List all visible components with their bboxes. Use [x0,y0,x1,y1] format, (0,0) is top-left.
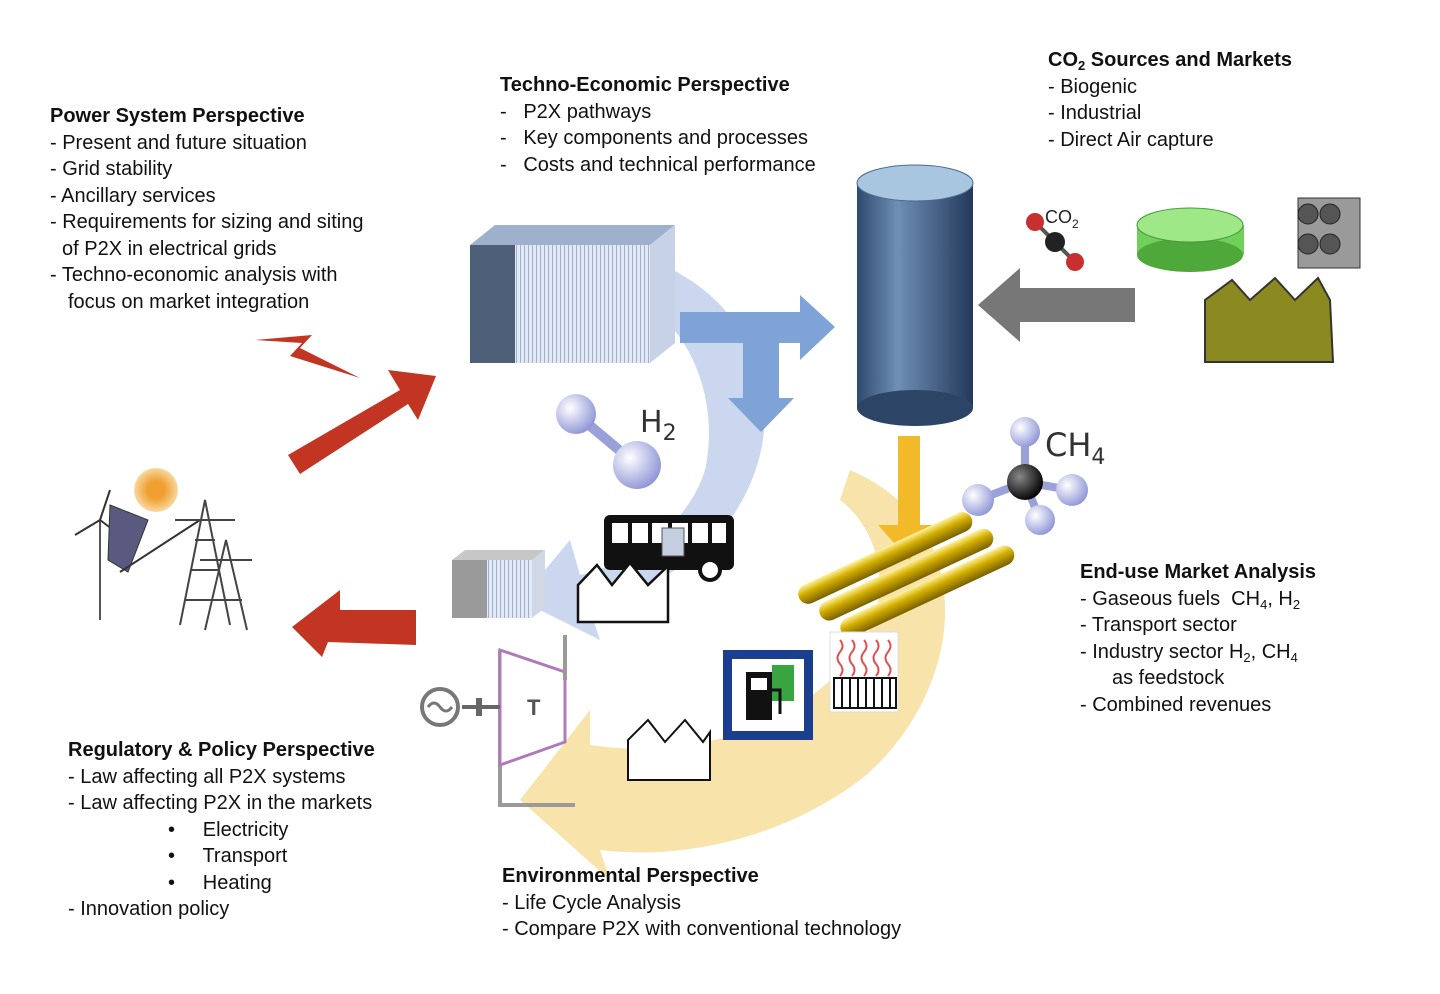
co2-sources-block: CO2 Sources and Markets Biogenic Industr… [1048,47,1292,153]
factory-outline-small-icon [576,561,670,624]
co2-item: Direct Air capture [1048,127,1292,154]
end-use-item: Combined revenues [1080,692,1316,719]
techno-item: Costs and technical performance [500,152,815,179]
power-item: Techno-economic analysis with [50,262,363,289]
fuel-station-icon [723,650,813,740]
co2-flow-arrow [978,268,1135,342]
red-arrow-to-electrolyzer [288,370,436,474]
renewables-icon [74,468,252,631]
end-use-block: End-use Market Analysis Gaseous fuels CH… [1080,559,1316,718]
regulatory-item: Law affecting P2X in the markets [68,790,375,817]
co2-molecule-label: CO2 [1045,207,1079,231]
turbine-label: T [527,695,541,720]
techno-economic-title: Techno-Economic Perspective [500,74,790,96]
power-system-block: Power System Perspective Present and fut… [50,103,363,315]
heating-radiator-icon [829,631,899,713]
gas-pipeline-icon [798,512,1015,638]
gas-tank-icon [856,164,974,426]
end-use-item: Transport sector [1080,612,1316,639]
lightning-icon [255,335,360,378]
co2-sources-title: CO2 Sources and Markets [1048,49,1292,73]
techno-item: P2X pathways [500,99,816,126]
regulatory-bullet: Heating [68,870,375,897]
yellow-cycle-arrow [520,470,946,880]
end-use-item: Industry sector H2, CH4 [1080,639,1316,666]
factory-outline-icon [627,718,711,781]
biogas-digester-icon [1136,207,1244,272]
electrolyzer-icon [470,225,675,363]
co2-item: Industrial [1048,100,1292,127]
power-item: Present and future situation [50,130,363,157]
industry-factory-icon [1204,276,1335,363]
regulatory-item: Law affecting all P2X systems [68,764,375,791]
power-item-cont: of P2X in electrical grids [62,237,277,260]
direct-air-capture-icon [1297,197,1361,269]
co2-item: Biogenic [1048,74,1292,101]
ch4-label: CH4 [1045,426,1105,470]
power-item: Requirements for sizing and siting [50,209,363,236]
bus-icon [604,515,734,582]
fuel-cell-icon [452,550,545,618]
environmental-item: Compare P2X with conventional technology [502,916,901,943]
power-item-cont: focus on market integration [68,290,310,313]
co2-molecule-icon [1026,213,1084,271]
h2-molecule-icon [556,394,661,489]
environmental-block: Environmental Perspective Life Cycle Ana… [502,863,901,943]
regulatory-title: Regulatory & Policy Perspective [68,739,375,761]
power-item: Grid stability [50,156,363,183]
techno-economic-block: Techno-Economic Perspective P2X pathways… [500,72,816,178]
regulatory-bullet: Transport [68,843,375,870]
environmental-title: Environmental Perspective [502,865,759,887]
end-use-title: End-use Market Analysis [1080,561,1317,583]
end-use-item-cont: as feedstock [1112,667,1225,689]
regulatory-block: Regulatory & Policy Perspective Law affe… [68,737,375,923]
gas-turbine-icon [420,635,575,807]
environmental-item: Life Cycle Analysis [502,890,901,917]
power-item: Ancillary services [50,183,363,210]
h2-label: H2 [640,405,677,446]
regulatory-bullet: Electricity [68,817,375,844]
techno-item: Key components and processes [500,125,816,152]
power-system-title: Power System Perspective [50,105,305,127]
regulatory-item: Innovation policy [68,896,375,923]
end-use-item: Gaseous fuels CH4, H2 [1080,586,1316,613]
ch4-molecule-icon [962,417,1088,535]
red-arrow-to-grid [292,590,416,657]
blue-t-arrow [680,295,835,432]
